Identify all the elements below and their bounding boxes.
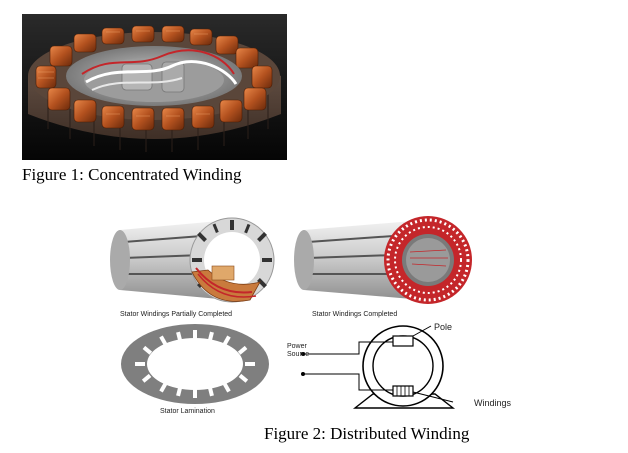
- stator-completed-illustration: [294, 216, 472, 304]
- concentrated-winding-stator-illustration: [22, 14, 287, 160]
- stator-completed-image: [290, 212, 480, 310]
- figure2-caption: Figure 2: Distributed Winding: [264, 424, 470, 443]
- pole-label: Pole: [434, 322, 453, 332]
- stator-partial-label: Stator Windings Partially Completed: [120, 311, 233, 318]
- power-source-label: Power Source: [287, 343, 310, 358]
- stator-partial-illustration: [110, 217, 275, 303]
- figure1-caption: Figure 1: Concentrated Winding: [22, 165, 242, 184]
- winding-schematic: [285, 320, 535, 420]
- winding-schematic-diagram: [301, 325, 456, 409]
- windings-label: Windings: [474, 398, 512, 408]
- figure1-image: [22, 14, 287, 160]
- stator-completed-label: Stator Windings Completed: [312, 311, 398, 318]
- stator-partial-image: [100, 212, 280, 310]
- stator-lamination-image: [115, 322, 275, 406]
- stator-lamination-illustration: [121, 324, 269, 404]
- stator-lamination-label: Stator Lamination: [160, 408, 215, 415]
